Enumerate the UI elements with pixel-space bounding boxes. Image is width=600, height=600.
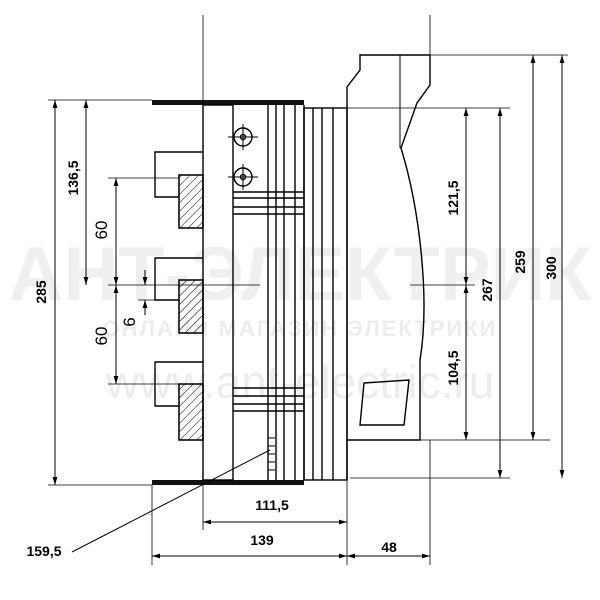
dim-104-5: 104,5 bbox=[445, 350, 461, 385]
dim-111-5: 111,5 bbox=[255, 497, 289, 513]
cover-window bbox=[359, 379, 410, 426]
screw-icon bbox=[228, 124, 258, 150]
screw-icon bbox=[228, 164, 258, 190]
device-body bbox=[152, 54, 431, 485]
watermark: АНТ-ЭЛЕКТРИК ОНЛАЙН МАГАЗИН ЭЛЕКТРИКИ ww… bbox=[8, 232, 592, 408]
insulator-upper bbox=[178, 174, 204, 229]
dimension-labels: 285 136,5 60 60 6 121,5 104,5 267 259 30… bbox=[26, 160, 559, 559]
watermark-url: www.ant-electric.ru bbox=[105, 356, 495, 408]
watermark-tagline: ОНЛАЙН МАГАЗИН ЭЛЕКТРИКИ bbox=[103, 316, 498, 341]
mounting-plate-top bbox=[152, 100, 304, 105]
dimension-lines bbox=[52, 55, 565, 559]
dim-139: 139 bbox=[250, 532, 274, 548]
dim-6: 6 bbox=[120, 317, 139, 326]
dim-285: 285 bbox=[33, 280, 49, 304]
dim-159-5: 159,5 bbox=[26, 543, 61, 559]
extension-lines bbox=[48, 15, 568, 565]
dim-60-lower: 60 bbox=[92, 327, 111, 346]
dim-136-5: 136,5 bbox=[65, 160, 81, 195]
dim-48: 48 bbox=[381, 539, 397, 555]
insulator-lower bbox=[178, 383, 204, 441]
dim-121-5: 121,5 bbox=[445, 180, 461, 215]
dim-60-upper: 60 bbox=[92, 221, 111, 240]
front-cover bbox=[346, 54, 431, 441]
insulator-middle bbox=[178, 279, 204, 334]
watermark-brand: АНТ-ЭЛЕКТРИК bbox=[8, 232, 592, 317]
dim-267: 267 bbox=[479, 278, 495, 302]
dim-300: 300 bbox=[543, 256, 559, 280]
dim-259: 259 bbox=[512, 250, 528, 274]
mounting-plate-bottom bbox=[152, 480, 304, 485]
